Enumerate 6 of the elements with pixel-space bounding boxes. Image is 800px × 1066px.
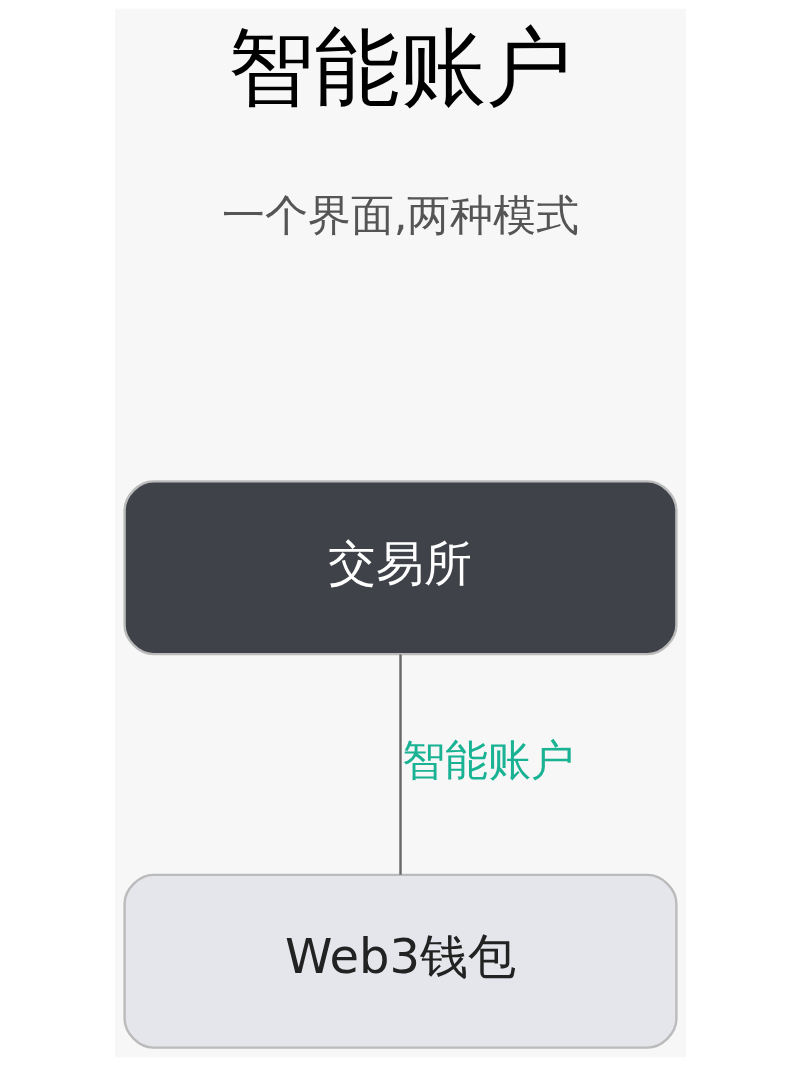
diagram-title: 智能账户 bbox=[228, 17, 572, 118]
connector bbox=[398, 654, 402, 875]
node-box: Web3钱包 bbox=[122, 873, 678, 1049]
node-box: 交易所 bbox=[122, 480, 678, 656]
label: 一个界面,两种模式 bbox=[221, 190, 579, 241]
edge-label: 智能账户 bbox=[401, 735, 574, 786]
